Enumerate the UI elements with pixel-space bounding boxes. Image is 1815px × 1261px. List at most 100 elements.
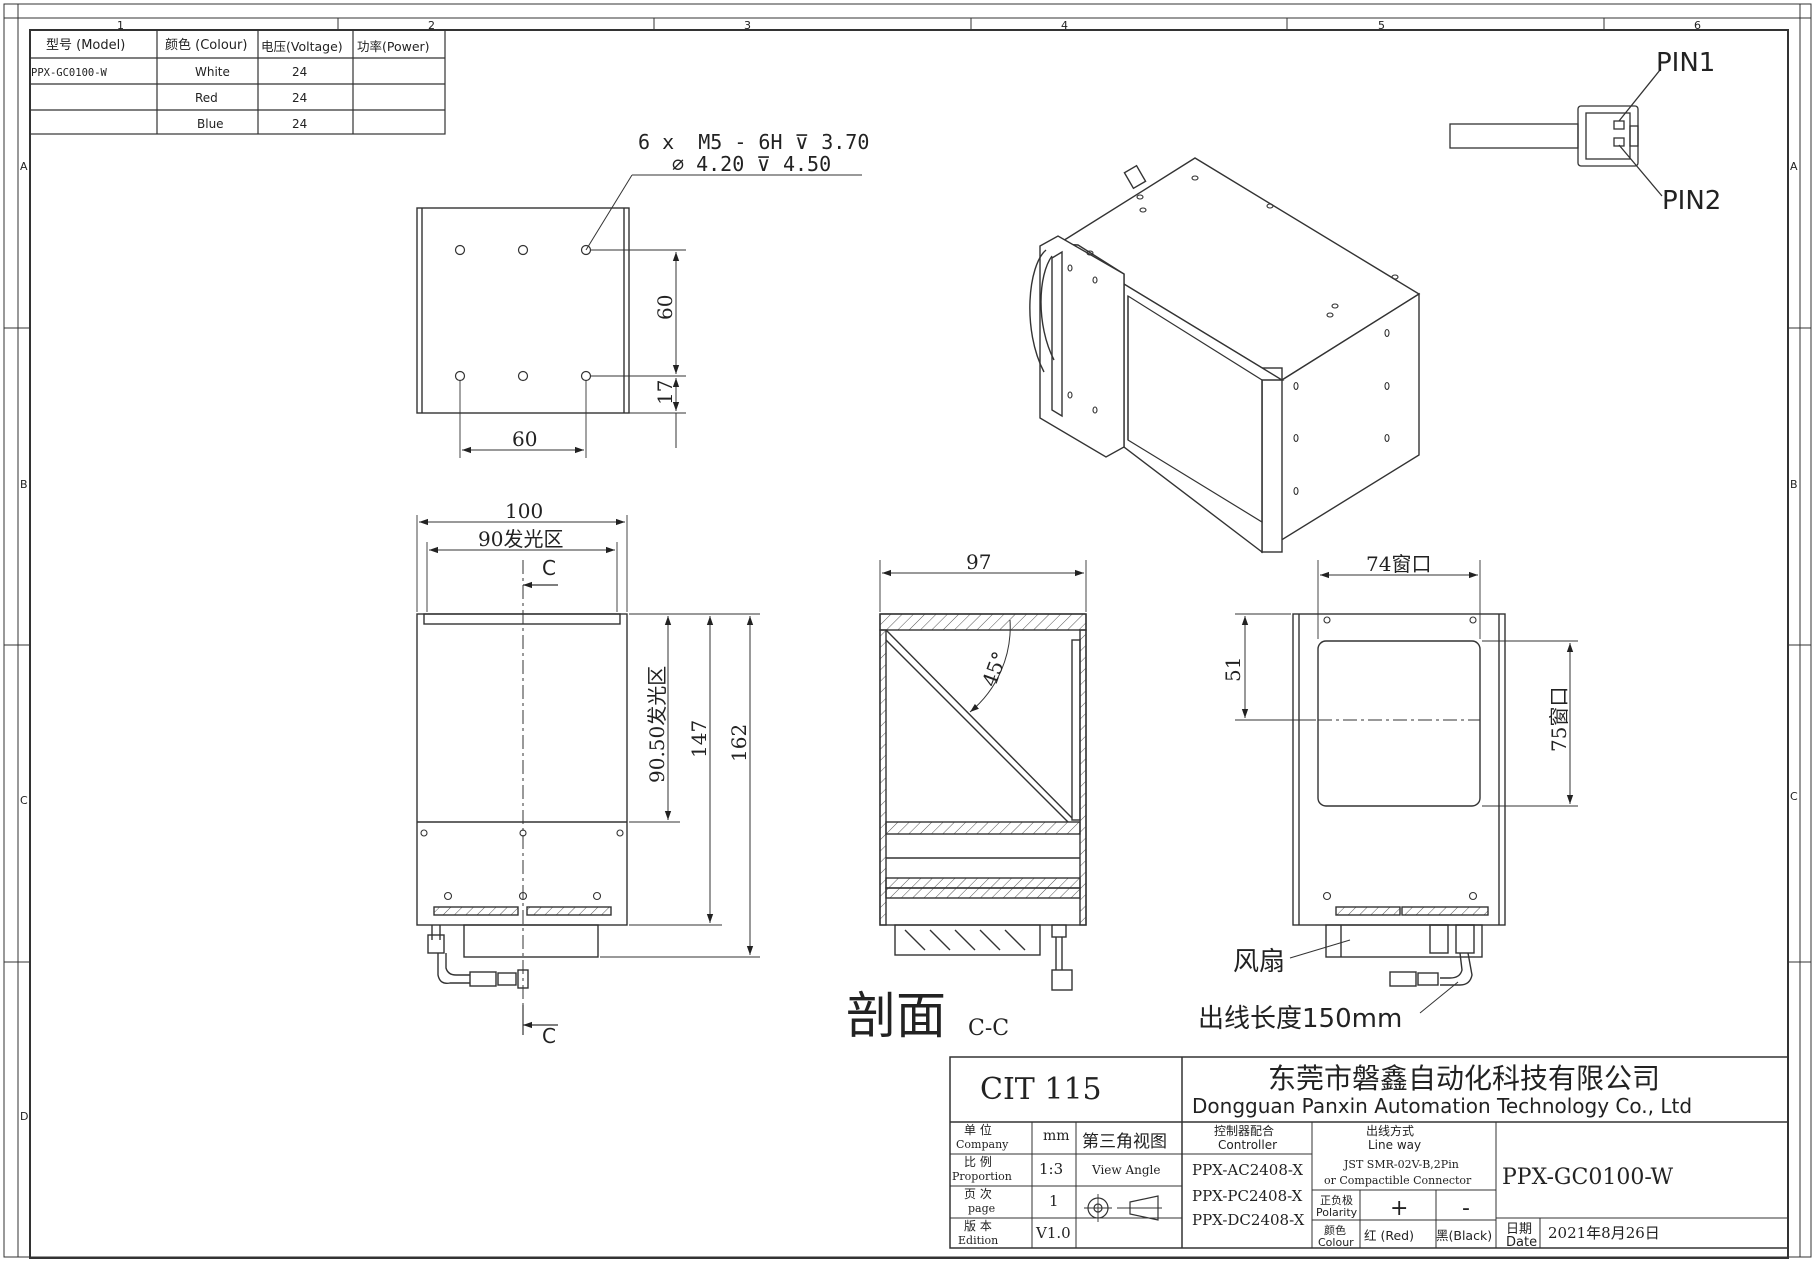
edition-label-en: Edition [958,1234,998,1247]
pin2-label: PIN2 [1662,186,1721,216]
controller-label-en: Controller [1218,1138,1277,1152]
lineway-value-2: or Compactible Connector [1324,1174,1472,1187]
section-suffix: C-C [968,1016,1009,1041]
dim-width-97: 97 [966,550,991,574]
colour-black: 黑(Black) [1436,1228,1492,1243]
row-letter-b: B [20,478,28,491]
top-view [416,174,862,458]
section-mark-bottom: C [542,1024,556,1048]
column-number-3: 3 [744,19,751,32]
side-view [1235,560,1578,1014]
view-angle-label-en: View Angle [1091,1163,1161,1177]
spec-cell-voltage: 24 [292,65,307,79]
row-letter-c: C [20,794,28,807]
section-title: 剖面 [846,987,946,1045]
spec-cell-voltage: 24 [292,117,307,131]
controller-model-ac: PPX-AC2408-X [1192,1161,1303,1179]
title-block [949,1056,1789,1249]
dim-vertical-60: 60 [653,295,677,320]
mounting-holes [454,244,592,382]
spec-cell-colour: White [195,65,230,79]
dim-emit-height: 90.50发光区 [645,666,669,783]
dim-vertical-17: 17 [653,380,677,405]
column-number-6: 6 [1694,19,1701,32]
frame-labels: 1 2 3 4 5 6 A B C D A B C [20,19,1798,1123]
edition-label-cn: 版 本 [964,1219,992,1233]
row-letter-c-right: C [1790,790,1798,803]
company-name-en: Dongguan Panxin Automation Technology Co… [1192,1094,1692,1118]
page-value: 1 [1049,1192,1059,1210]
dim-51: 51 [1221,657,1245,682]
date-label-cn: 日期 [1506,1222,1532,1237]
spec-cell-colour: Red [195,91,218,105]
dim-162: 162 [727,724,751,762]
view-angle-label-cn: 第三角视图 [1082,1132,1167,1152]
date-value: 2021年8月26日 [1548,1224,1660,1242]
polarity-label-cn: 正负极 [1320,1193,1353,1207]
company-name-cn: 东莞市磐鑫自动化科技有限公司 [1268,1062,1660,1095]
pin1-label: PIN1 [1656,48,1715,78]
spec-header-model: 型号 (Model) [46,38,125,53]
section-view-dims: 97 45° 剖面 C-C [846,550,1012,1045]
polarity-plus: + [1390,1196,1408,1221]
row-letter-b-right: B [1790,478,1798,491]
unit-label-cn: 单 位 [964,1122,992,1137]
colour-label-cn: 颜色 [1324,1223,1346,1237]
unit-value: mm [1043,1128,1070,1144]
front-view-dims: 100 90发光区 C C 90.50发光区 147 162 [478,499,751,1048]
column-number-1: 1 [117,19,124,32]
spec-cell-model: PPX-GC0100-W [31,67,108,79]
section-mark-top: C [542,556,556,580]
title-block-text: CIT 115 东莞市磐鑫自动化科技有限公司 Dongguan Panxin A… [952,1062,1692,1250]
proportion-value: 1:3 [1039,1160,1063,1178]
dim-horizontal-60: 60 [512,427,537,451]
lineway-label-en: Line way [1368,1138,1421,1152]
spec-header-voltage: 电压(Voltage) [261,39,343,54]
spec-header-colour: 颜色 (Colour) [165,37,247,53]
side-view-dims: 74窗口 51 75窗口 风扇 出线长度150mm [1198,552,1571,1034]
date-label-en: Date [1506,1235,1537,1250]
column-number-2: 2 [428,19,435,32]
drawing-code: CIT 115 [980,1072,1102,1107]
proportion-label-cn: 比 例 [964,1155,992,1169]
spec-cell-voltage: 24 [292,91,307,105]
unit-label-en: Company [956,1138,1009,1151]
top-view-dims: 6 x M5 - 6H ⊽ 3.70 ⌀ 4.20 ⊽ 4.50 60 17 6… [512,130,869,451]
column-number-4: 4 [1061,19,1068,32]
dim-147: 147 [687,720,711,758]
polarity-minus: - [1462,1196,1470,1221]
row-letter-a-right: A [1790,160,1798,173]
row-letter-a: A [20,160,28,173]
colour-red: 红 (Red) [1364,1228,1414,1243]
drawing-frame [3,3,1812,1259]
edition-value: V1.0 [1035,1224,1071,1242]
lineway-label-cn: 出线方式 [1366,1123,1414,1138]
isometric-view [1029,157,1421,554]
dim-width-100: 100 [505,499,543,523]
polarity-label-en: Polarity [1316,1206,1358,1219]
spec-cell-colour: Blue [197,117,224,131]
dim-window-height: 75窗口 [1547,687,1571,752]
controller-label-cn: 控制器配合 [1214,1123,1274,1138]
controller-model-dc: PPX-DC2408-X [1192,1211,1305,1229]
fan-label: 风扇 [1233,947,1285,977]
spec-header-power: 功率(Power) [357,39,430,54]
dim-emit-width: 90发光区 [478,527,563,551]
colour-label-en: Colour [1318,1236,1354,1249]
connector-detail [1449,69,1663,197]
proportion-label-en: Proportion [952,1170,1012,1183]
hole-callout-line2: ⌀ 4.20 ⊽ 4.50 [672,152,831,176]
row-letter-d: D [20,1110,28,1123]
page-label-cn: 页 次 [964,1187,992,1201]
section-view [879,560,1087,991]
cable-length-label: 出线长度150mm [1198,1004,1402,1034]
front-holes [420,829,624,901]
front-view [416,515,760,1035]
lineway-value-1: JST SMR-02V-B,2Pin [1343,1158,1459,1171]
column-number-5: 5 [1378,19,1385,32]
spec-table: 型号 (Model) 颜色 (Colour) 电压(Voltage) 功率(Po… [29,29,446,135]
dim-window-width: 74窗口 [1366,552,1431,576]
controller-model-pc: PPX-PC2408-X [1192,1187,1303,1205]
page-label-en: page [968,1202,995,1215]
